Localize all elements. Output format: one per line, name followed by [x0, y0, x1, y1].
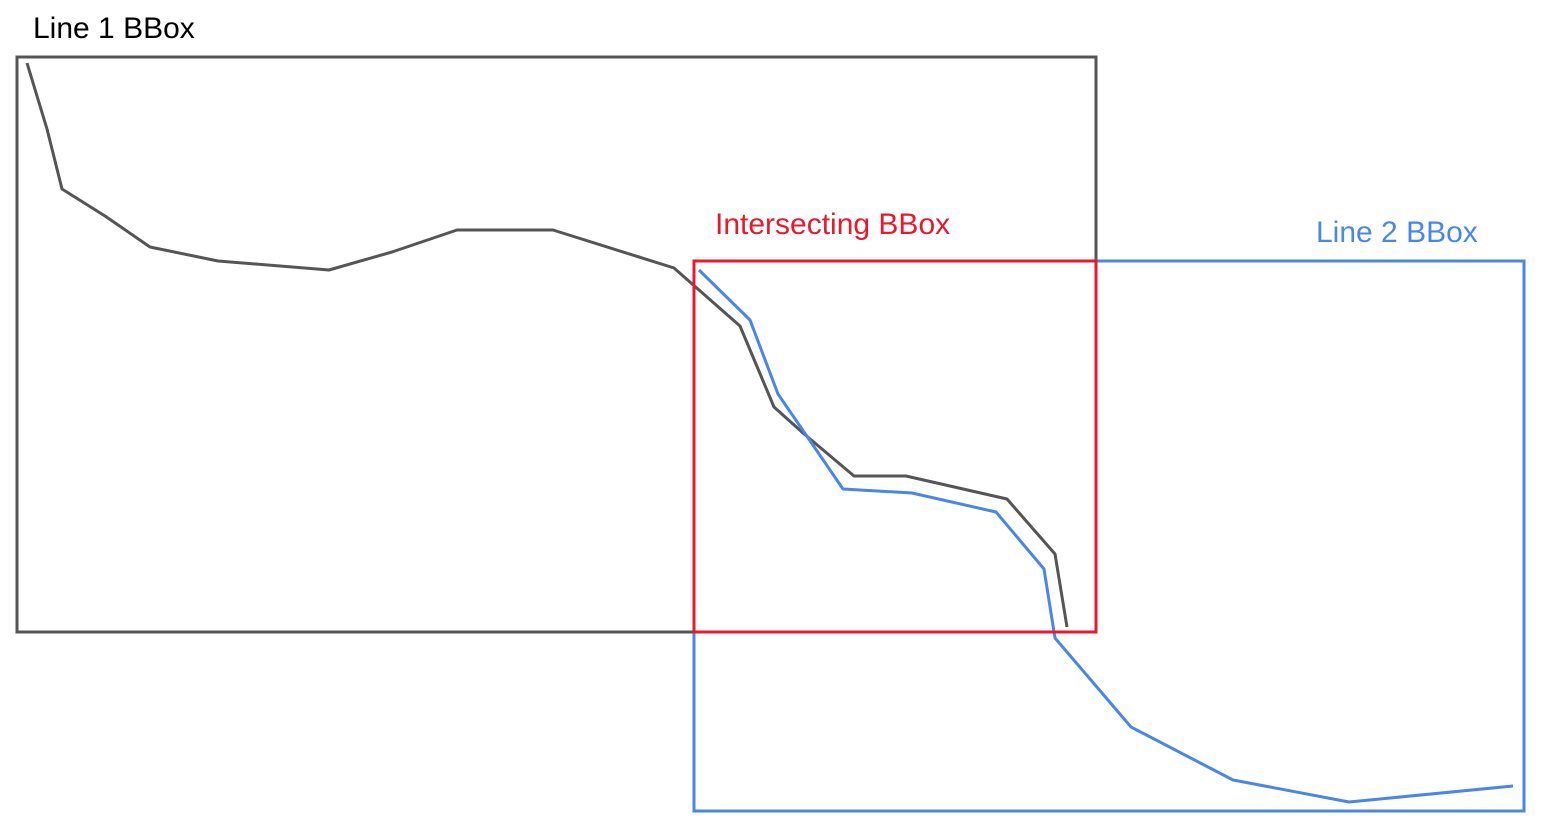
intersecting-bbox — [692, 259, 1098, 634]
intersecting-bbox-label: Intersecting BBox — [715, 208, 950, 241]
line1-bbox — [15, 55, 1098, 634]
line2-bbox-label: Line 2 BBox — [1316, 216, 1478, 249]
line2-path — [697, 268, 1514, 804]
line1-path — [25, 62, 1069, 628]
line1-bbox-label: Line 1 BBox — [33, 12, 195, 45]
line2-bbox — [692, 259, 1526, 813]
